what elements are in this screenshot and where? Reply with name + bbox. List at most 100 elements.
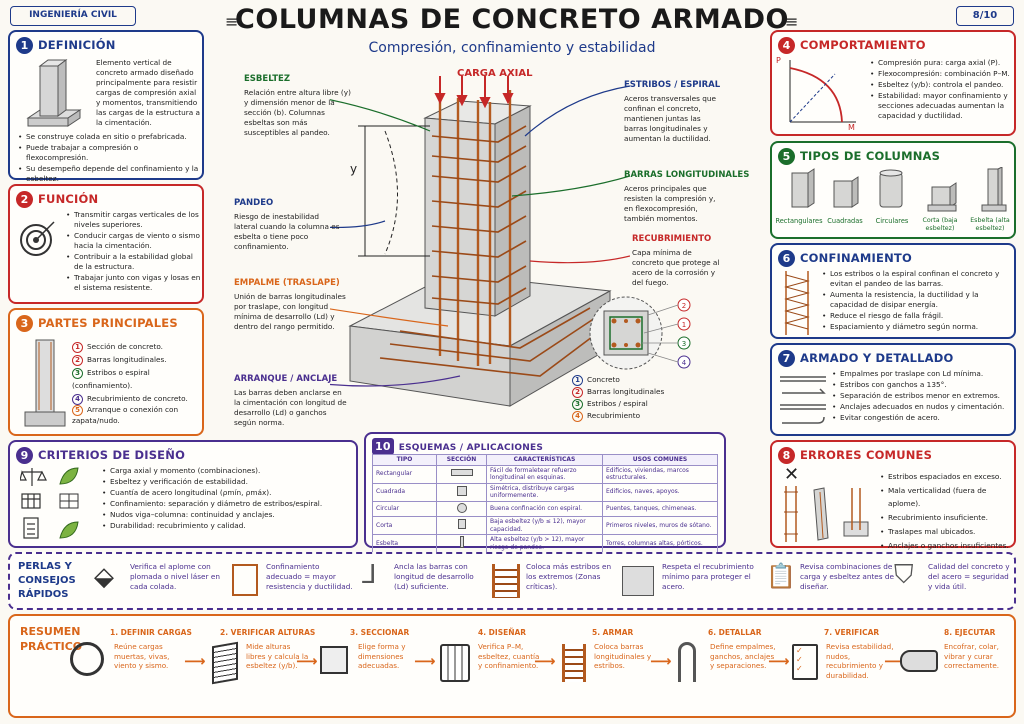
table-cell: Fácil de formaletear refuerzo longitudin…	[486, 464, 603, 484]
empalme-title: EMPALME (TRASLAPE)	[234, 278, 340, 288]
svg-text:2: 2	[682, 302, 686, 310]
step-seccionar: 3. SECCIONAR Elige forma y dimensiones a…	[316, 628, 421, 674]
tip-text: Confinamiento adecuado = mayor resistenc…	[266, 562, 353, 591]
dimension-y-label: y	[350, 162, 358, 176]
table-cell: Corta	[372, 516, 437, 535]
section-title: DEFINICIÓN	[38, 38, 116, 52]
recubrimiento-text: Capa mínima de concreto que protege al a…	[632, 248, 720, 287]
step-text: Define empalmes, ganchos, anclajes y sep…	[710, 642, 776, 670]
mixer-truck-icon	[900, 650, 938, 672]
table-cell: Puentes, tanques, chimeneas.	[602, 500, 718, 517]
list-item: Recubrimiento insuficiente.	[880, 511, 1014, 524]
section-number: 2	[16, 191, 33, 208]
list-item: Anclajes adecuados en nudos y cimentació…	[832, 402, 1014, 412]
step-title: 4. DISEÑAR	[478, 628, 527, 637]
tip-text: Calidad del concreto y del acero = segur…	[928, 562, 1010, 591]
armado-list: Empalmes por traslape con Ld mínima. Est…	[832, 369, 1014, 424]
calculator-icon	[440, 644, 470, 682]
section-number: 1	[16, 37, 33, 54]
table-row: Cuadrada Simétrica, distribuye cargas un…	[372, 482, 718, 502]
step-disenar: 4. DISEÑAR Verifica P–M, esbeltez, cuant…	[436, 628, 541, 682]
list-item: Transmitir cargas verticales de los nive…	[66, 210, 202, 230]
axis-m-label: M	[848, 123, 855, 132]
section-square-icon	[320, 646, 348, 674]
table-header: TIPO	[372, 454, 437, 466]
step-detallar: 6. DETALLAR Define empalmes, ganchos, an…	[672, 628, 777, 682]
step-title: 8. EJECUTAR	[944, 628, 996, 637]
arrow-right-icon: ⟶	[534, 652, 556, 670]
esbeltez-text: Relación entre altura libre (y) y dimens…	[244, 88, 351, 137]
section-circle-icon	[436, 500, 487, 517]
list-item: Traslapes mal ubicados.	[880, 525, 1014, 538]
list-item: Su desempeño depende del confinamiento y…	[18, 164, 202, 184]
section-slender-icon	[436, 534, 487, 553]
table-header: USOS COMUNES	[602, 454, 718, 466]
arrow-right-icon: ⟶	[414, 652, 436, 670]
list-item: Los estribos o la espiral confinan el co…	[822, 269, 1012, 289]
concrete-block-icon	[622, 566, 654, 596]
criteria-icons	[20, 467, 79, 539]
error-examples-icon	[784, 486, 869, 542]
step-text: Mide alturas libres y calcula la esbelte…	[246, 642, 309, 670]
list-item: Estabilidad: mayor confinamiento y secci…	[870, 91, 1012, 121]
section-short-icon	[436, 516, 487, 535]
barras-title: BARRAS LONGITUDINALES	[624, 170, 750, 180]
carga-axial-label: CARGA AXIAL	[457, 68, 533, 79]
criterios-list: Carga axial y momento (combinaciones). E…	[102, 466, 354, 532]
section-title: TIPOS DE COLUMNAS	[800, 149, 941, 163]
table-cell: Edificios, naves, apoyos.	[602, 482, 718, 502]
tipo-label: Corta (baja esbeltez)	[922, 217, 958, 232]
svg-text:1: 1	[682, 321, 686, 329]
header-tag: INGENIERÍA CIVIL	[10, 6, 136, 26]
page-subtitle: Compresión, confinamiento y estabilidad	[368, 40, 656, 56]
list-item: Aumenta la resistencia, la ductilidad y …	[822, 290, 1012, 310]
recubrimiento-title: RECUBRIMIENTO	[632, 234, 712, 244]
section-title: PARTES PRINCIPALES	[38, 316, 178, 330]
barras-text: Aceros principales que resisten la compr…	[624, 184, 716, 223]
tipo-label: Rectangulares	[775, 217, 823, 225]
esquemas-table: TIPO SECCIÓN CARACTERÍSTICAS USOS COMUNE…	[372, 454, 718, 553]
step-title: 2. VERIFICAR ALTURAS	[220, 628, 316, 637]
table-cell: Baja esbeltez (y/b ≤ 12), mayor capacida…	[486, 516, 603, 535]
pandeo-title: PANDEO	[234, 198, 274, 208]
section-title: ARMADO Y DETALLADO	[800, 351, 954, 365]
step-text: Reúne cargas muertas, vivas, viento y si…	[114, 642, 170, 670]
stirrup-icon	[232, 564, 258, 596]
list-item: Evitar congestión de acero.	[832, 413, 1014, 423]
checklist-icon: ✓✓✓	[792, 644, 818, 680]
arrow-right-icon: ⟶	[650, 652, 672, 670]
checklist-icon: 📋	[766, 562, 796, 590]
shield-icon: ⛉	[894, 560, 914, 590]
table-row: Corta Baja esbeltez (y/b ≤ 12), mayor ca…	[372, 516, 718, 535]
hook-icon	[678, 642, 696, 682]
plumb-bob-icon: ⬙	[94, 562, 114, 592]
list-item: Confinamiento: separación y diámetro de …	[102, 499, 354, 509]
rebar-cage-icon	[492, 564, 520, 598]
list-item: Contribuir a la estabilidad global de la…	[66, 252, 202, 272]
rebar-details-icon	[780, 376, 826, 424]
list-item: Nudos viga–columna: continuidad y anclaj…	[102, 510, 354, 520]
step-title: 5. ARMAR	[592, 628, 634, 637]
table-row: Circular Buena confinación con espiral. …	[372, 500, 718, 517]
table-header: SECCIÓN	[436, 454, 487, 466]
tipo-label: Circulares	[875, 217, 909, 225]
list-item: Esbeltez y verificación de estabilidad.	[102, 477, 354, 487]
step-text: Verifica P–M, esbeltez, cuantía y confin…	[478, 642, 540, 670]
step-text: Coloca barras longitudinales y estribos.	[594, 642, 652, 670]
svg-text:3: 3	[682, 340, 686, 348]
step-title: 1. DEFINIR CARGAS	[110, 628, 192, 637]
tip-text: Respeta el recubrimiento mínimo para pro…	[662, 562, 754, 591]
svg-text:4: 4	[682, 359, 687, 367]
table-cell: Buena confinación con espiral.	[486, 500, 603, 517]
list-item: Mala verticalidad (fuera de aplome).	[880, 484, 1014, 510]
spiral-cage-icon	[784, 271, 810, 335]
